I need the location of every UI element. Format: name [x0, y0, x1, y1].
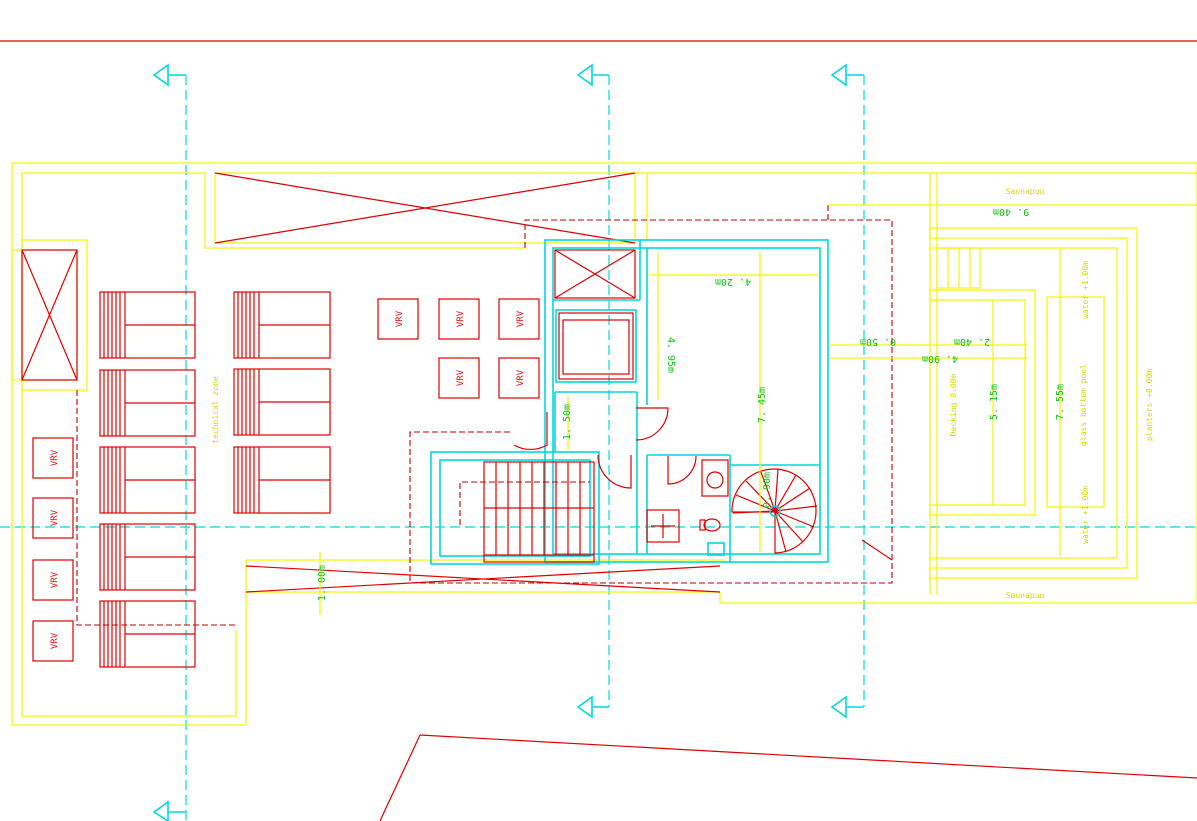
chiller-unit [99, 600, 196, 668]
dimension-label: 4. 95m [665, 337, 676, 373]
decking-label: Decking 0.00m [949, 374, 958, 437]
spiral-stair [731, 468, 818, 554]
doors [513, 407, 697, 489]
chiller-unit [99, 291, 196, 359]
roof-outline-dashed [76, 205, 893, 626]
vrv-label: VRV [50, 632, 60, 649]
section-markers [152, 63, 864, 821]
site-boundary [379, 734, 1197, 821]
technical-zone-label: technical zone [211, 376, 220, 444]
dimension-label: 7. 55m [1055, 384, 1066, 420]
vrv-label: VRV [516, 369, 526, 386]
area-labels: Decking 0.00m glass bottom pool water +1… [949, 187, 1154, 600]
dimension-label: 4. 90m [922, 353, 958, 364]
chiller-unit [233, 291, 331, 359]
dimension-lines [319, 204, 1197, 615]
dimension-label: 7. 45m [757, 387, 768, 423]
section-lines [0, 75, 1197, 821]
dimension-label: 0. 90m [762, 472, 773, 508]
dimension-label: 0. 50m [860, 336, 896, 347]
dimension-label: 4. 20m [715, 276, 751, 287]
staircase [459, 461, 595, 563]
dimension-label: 9. 40m [993, 206, 1029, 217]
dimension-label: 1. 00m [317, 565, 328, 601]
water-level-bottom-label: water +1.00m [1081, 486, 1090, 544]
vrv-label: VRV [395, 310, 405, 327]
building-outline [11, 162, 1197, 726]
chiller-units [99, 291, 331, 668]
interior-walls [430, 239, 829, 565]
vrv-label: VRV [50, 509, 60, 526]
chiller-unit [99, 523, 196, 591]
sofa-top-label: Saunapuu [1006, 187, 1045, 196]
chiller-unit [233, 446, 331, 514]
dimension-label: 2. 40m [954, 336, 990, 347]
vrv-label: VRV [50, 449, 60, 466]
elevator [554, 249, 637, 383]
chiller-unit [99, 446, 196, 514]
glass-bottom-pool-label: glass bottom pool [1079, 364, 1088, 446]
void-crosses [21, 172, 721, 593]
vrv-label: VRV [456, 369, 466, 386]
dimension-labels: 9. 40m 4. 20m 4. 95m 7. 45m 1. 50m 0. 90… [317, 206, 1066, 601]
water-level-top-label: water +1.00m [1081, 261, 1090, 319]
bathroom-fixtures [646, 459, 729, 556]
planter-label: planters +0.00m [1145, 369, 1154, 441]
vrv-label: VRV [456, 310, 466, 327]
chiller-unit [233, 368, 331, 436]
chiller-unit [99, 369, 196, 437]
dimension-label: 5. 15m [989, 384, 1000, 420]
vrv-label: VRV [50, 571, 60, 588]
sofa-bottom-label: Saunapuu [1006, 591, 1045, 600]
dimension-label: 1. 50m [562, 404, 573, 440]
ramp-line [861, 539, 893, 561]
vrv-label: VRV [516, 310, 526, 327]
vrv-units: VRV VRV VRV VRV VRV VRV VRV VRV VRV [32, 298, 540, 662]
